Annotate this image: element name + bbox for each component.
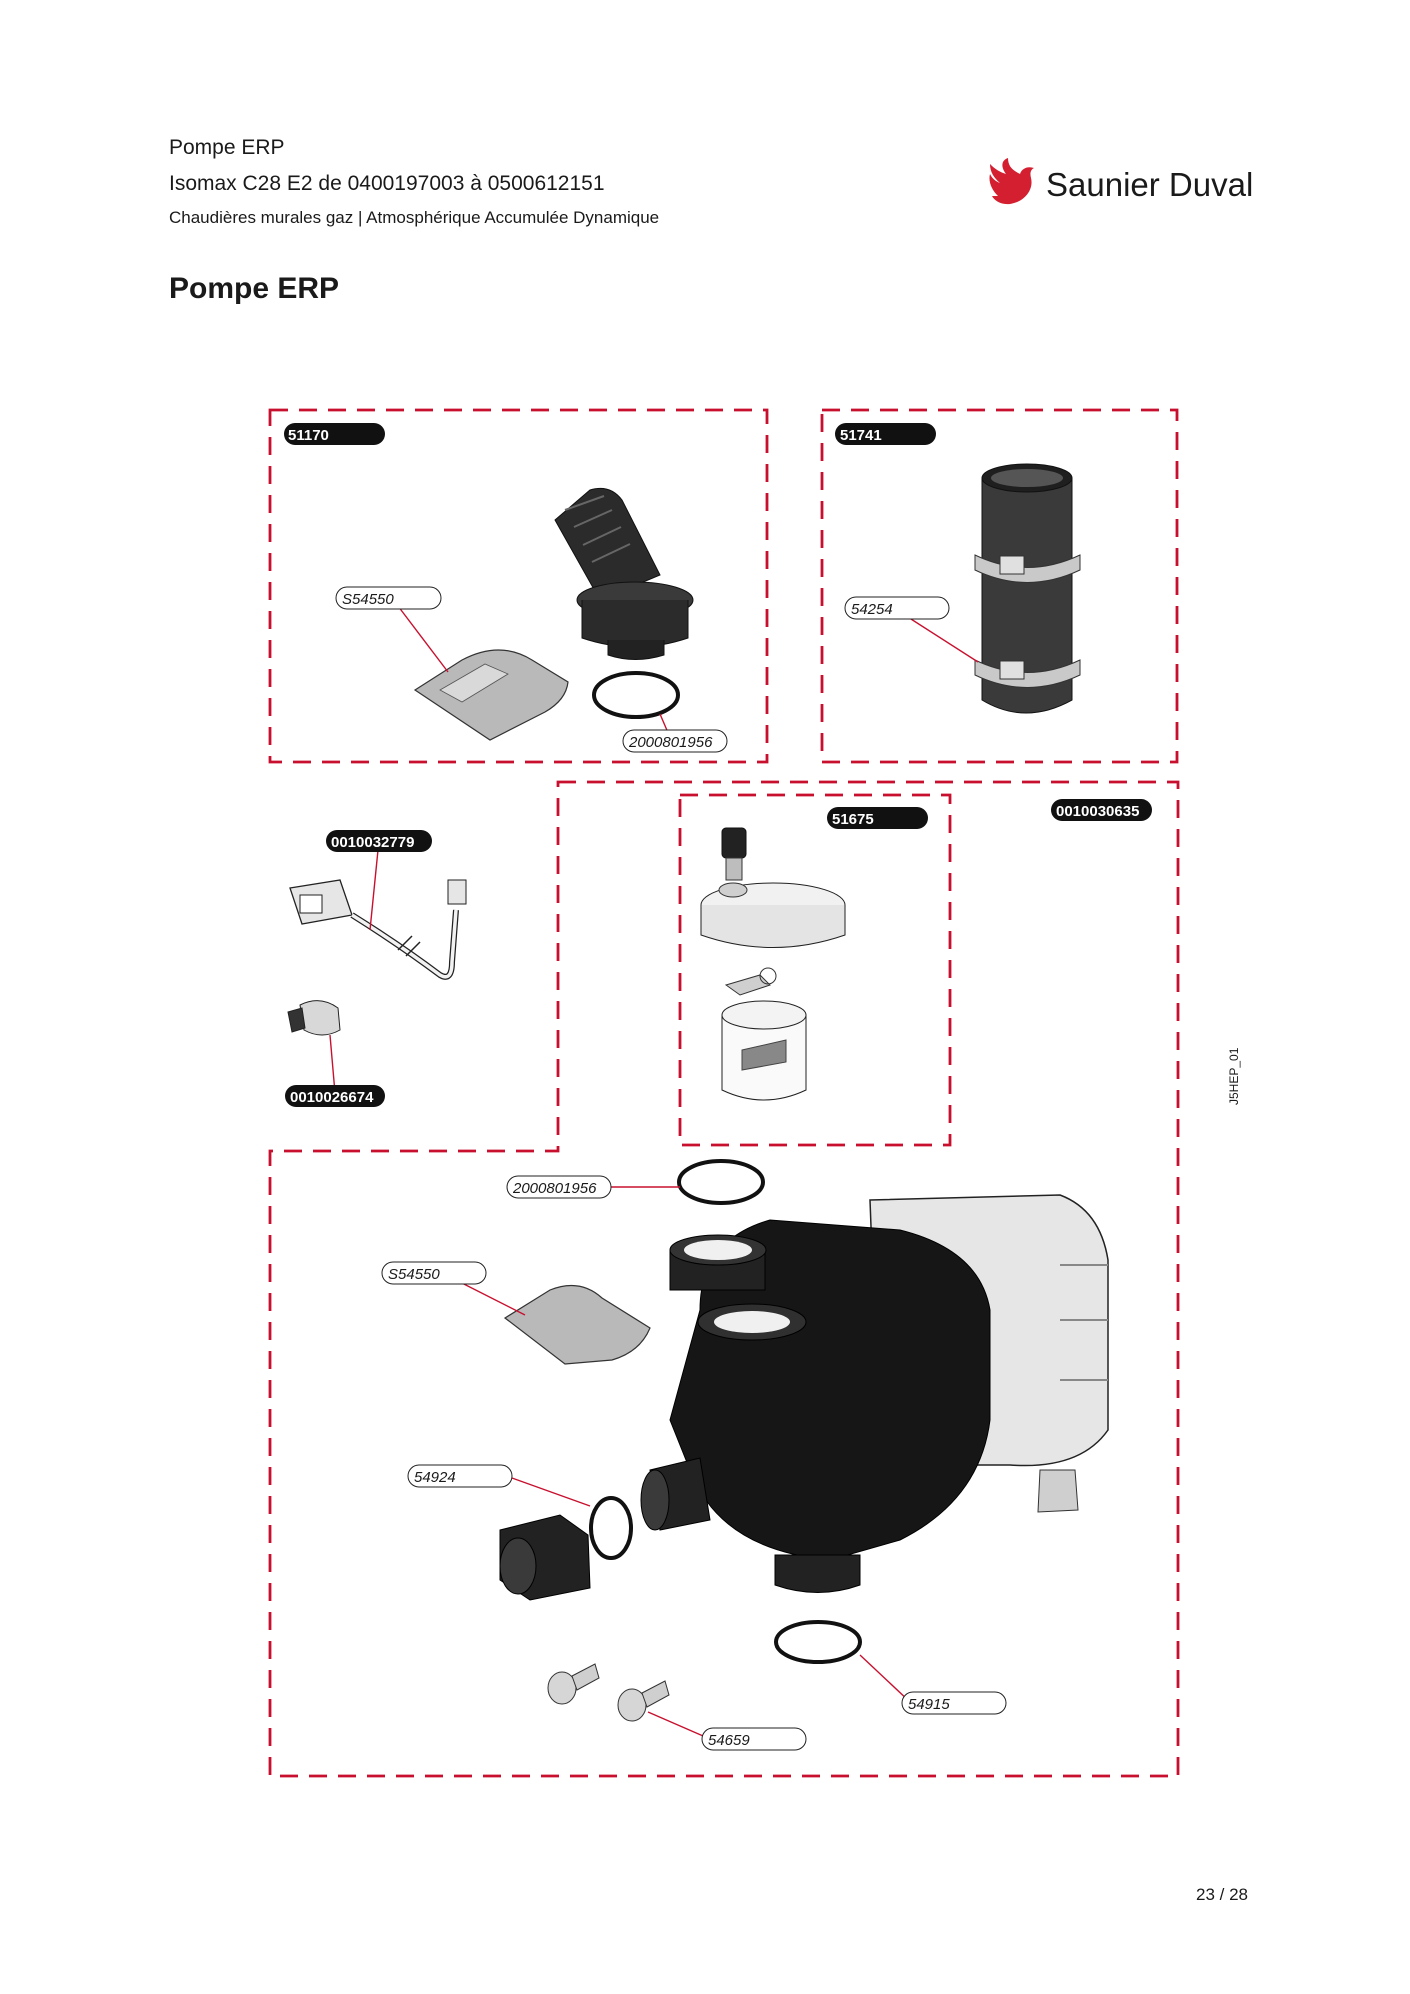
- brand-logo: Saunier Duval: [984, 156, 1254, 212]
- wiring-harness-icon: [289, 879, 467, 980]
- part-labels: S54550 2000801956 54254 2000801956 S5455…: [335, 586, 1007, 1751]
- header-model: Isomax C28 E2 de 0400197003 à 0500612151: [169, 172, 605, 195]
- svg-text:51741: 51741: [840, 427, 882, 444]
- kit-label-51741: 51741: [835, 423, 936, 445]
- screw-54659-icon: [617, 1680, 670, 1722]
- screw-icon: [547, 1663, 600, 1705]
- o-ring-54915-icon: [774, 1620, 862, 1664]
- part-label-s54550-top: S54550: [335, 586, 442, 610]
- part-label-54254: 54254: [844, 596, 950, 620]
- kit-border-51741: [820, 408, 1179, 764]
- part-label-54924: 54924: [407, 1464, 513, 1488]
- circulator-pump-icon: [640, 1194, 1109, 1593]
- kit-border-51170: [268, 408, 769, 764]
- temperature-sensor-icon: [287, 1000, 341, 1036]
- kit-border-0010030635: [268, 780, 1180, 1778]
- kit-label-51170: 51170: [284, 423, 385, 445]
- svg-text:0010026674: 0010026674: [290, 1089, 374, 1106]
- retaining-clip-icon: [724, 974, 771, 996]
- clip-s54550-top-icon: [413, 649, 569, 741]
- kit-label-51675: 51675: [827, 807, 928, 829]
- drawing-reference: J5HEP_01: [1227, 1047, 1241, 1105]
- o-ring-2000801956-top-icon: [592, 671, 680, 719]
- part-label-54659: 54659: [701, 1727, 807, 1751]
- svg-text:54915: 54915: [908, 1696, 950, 1713]
- svg-text:54659: 54659: [708, 1732, 750, 1749]
- page-number: 23 / 28: [1196, 1885, 1248, 1904]
- kit-label-0010030635: 0010030635: [1051, 799, 1152, 821]
- clip-s54550-mid-icon: [503, 1284, 651, 1365]
- air-vent-cap-icon: [721, 827, 747, 859]
- part-label-s54550-mid: S54550: [381, 1261, 487, 1285]
- page-footer: 23 / 28: [1196, 1885, 1248, 1905]
- header-category: Chaudières murales gaz | Atmosphérique A…: [169, 208, 660, 227]
- kit-51675-parts: [700, 827, 846, 1101]
- svg-text:54924: 54924: [414, 1469, 456, 1486]
- svg-text:51675: 51675: [832, 811, 874, 828]
- kit-labels: 51170 51741 51675 0010030635 0010032779 …: [284, 423, 1152, 1107]
- o-ring-2000801956-mid-icon: [677, 1159, 765, 1205]
- svg-text:S54550: S54550: [388, 1266, 440, 1283]
- header-title: Pompe ERP: [169, 136, 285, 159]
- kit-label-0010032779: 0010032779: [326, 830, 432, 852]
- leader-lines: [329, 605, 979, 1740]
- svg-text:2000801956: 2000801956: [512, 1180, 597, 1197]
- brand-name: Saunier Duval: [1046, 166, 1254, 203]
- elbow-connector-icon: [554, 487, 694, 660]
- bird-logo-icon: [989, 158, 1034, 205]
- kit-border-51675: [678, 793, 952, 1147]
- kit-label-0010026674: 0010026674: [285, 1085, 385, 1107]
- o-ring-54924-icon: [589, 1496, 633, 1560]
- svg-text:0010030635: 0010030635: [1056, 803, 1139, 820]
- svg-text:2000801956: 2000801956: [628, 734, 713, 751]
- union-nut-54924-icon: [499, 1514, 591, 1601]
- pump-connector-icon: [1037, 1469, 1079, 1513]
- part-label-54915: 54915: [901, 1691, 1007, 1715]
- part-label-2000801956-top: 2000801956: [622, 729, 728, 753]
- svg-text:S54550: S54550: [342, 591, 394, 608]
- svg-text:0010032779: 0010032779: [331, 834, 414, 851]
- kit-51170-parts: [413, 487, 694, 741]
- page-title: Pompe ERP: [169, 272, 340, 305]
- svg-text:54254: 54254: [851, 601, 893, 618]
- part-label-2000801956-mid: 2000801956: [506, 1175, 612, 1199]
- kit-51741-parts: [974, 463, 1081, 714]
- svg-text:51170: 51170: [288, 427, 329, 444]
